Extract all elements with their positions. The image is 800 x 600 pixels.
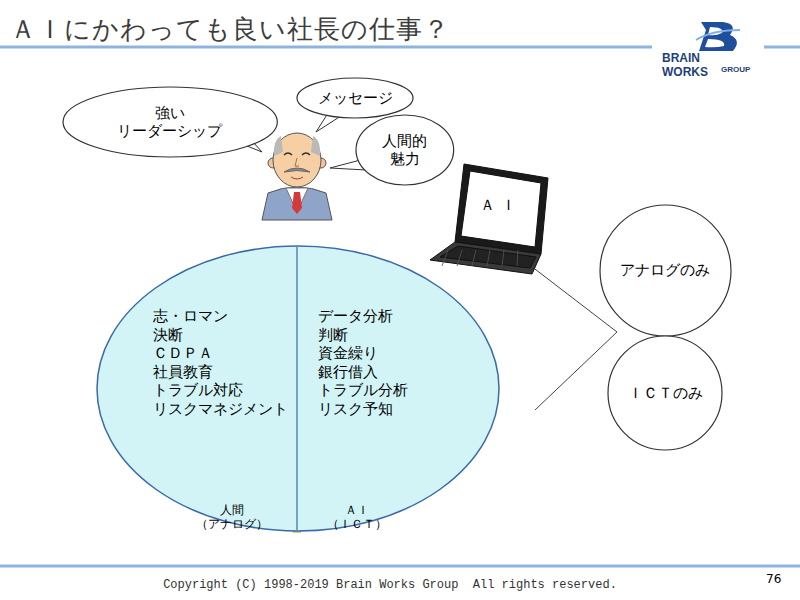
header-rule [764,46,800,49]
header-rule [0,46,652,49]
key-row [517,250,518,266]
category-circle: アナログのみ [599,204,732,337]
screen-frame [455,164,548,254]
key-row [472,250,476,266]
outline [63,87,277,157]
mustache [284,168,310,172]
key-row [487,250,490,266]
node-text: データ分析 判断 資金繰り 銀行借入 トラブル分析 リスク予知 [318,307,448,418]
key-row [457,250,462,266]
mouth [291,177,303,179]
node-text: メッセージ [318,89,393,107]
president-figure [262,133,332,220]
logo-swoosh [696,30,740,40]
logo-cutout [705,27,724,47]
key-row [502,250,504,266]
bracket-line [535,332,617,410]
slide-title: ＡＩにかわっても良い社長の仕事？ [10,12,450,47]
suit [262,187,332,220]
node-text: アナログのみ [620,261,710,279]
laptop-screen: ＡＩ [428,160,552,280]
category-circle: ＩＣＴのみ [607,335,723,451]
node-outline [428,160,552,280]
head [273,133,321,187]
page-number: 76 [766,572,781,586]
divider [296,247,297,530]
necktie [292,192,302,214]
logo-mark [696,22,740,51]
outline [356,115,454,185]
outline [297,78,413,118]
axis-label: 人間 （アナログ） [182,503,282,532]
speech-bubble: 人間的 魅力 [355,114,455,186]
key-row [442,250,448,266]
comparison-ellipse: 志・ロマン 決断 ＣＤＰＡ 社員教育 トラブル対応 リスクマネジメントデータ分析… [96,245,500,532]
keyboard [440,246,536,268]
logo-subtext: GROUP [721,65,750,75]
copyright: Copyright (C) 1998-2019 Brain Works Grou… [163,578,617,592]
nose [295,158,299,166]
footer-rule [0,565,800,568]
outline [608,336,722,450]
keyboard-base [430,242,541,274]
axis-label: ＡＩ （ＩＣＴ） [312,503,402,532]
node-text: 人間的 魅力 [372,132,438,169]
speech-bubble: メッセージ [296,77,414,119]
node-text: ＡＩ [475,196,527,214]
node-text: 志・ロマン 決断 ＣＤＰＡ 社員教育 トラブル対応 リスクマネジメント [153,307,303,418]
eyes [284,153,310,155]
outline [600,205,731,336]
node-text: 強い リーダーシップ [95,104,245,141]
hair [274,136,320,156]
outline [97,246,499,531]
node-text: ＩＣＴのみ [628,384,703,402]
screen [461,171,541,247]
speech-bubble: 強い リーダーシップ [62,86,278,158]
